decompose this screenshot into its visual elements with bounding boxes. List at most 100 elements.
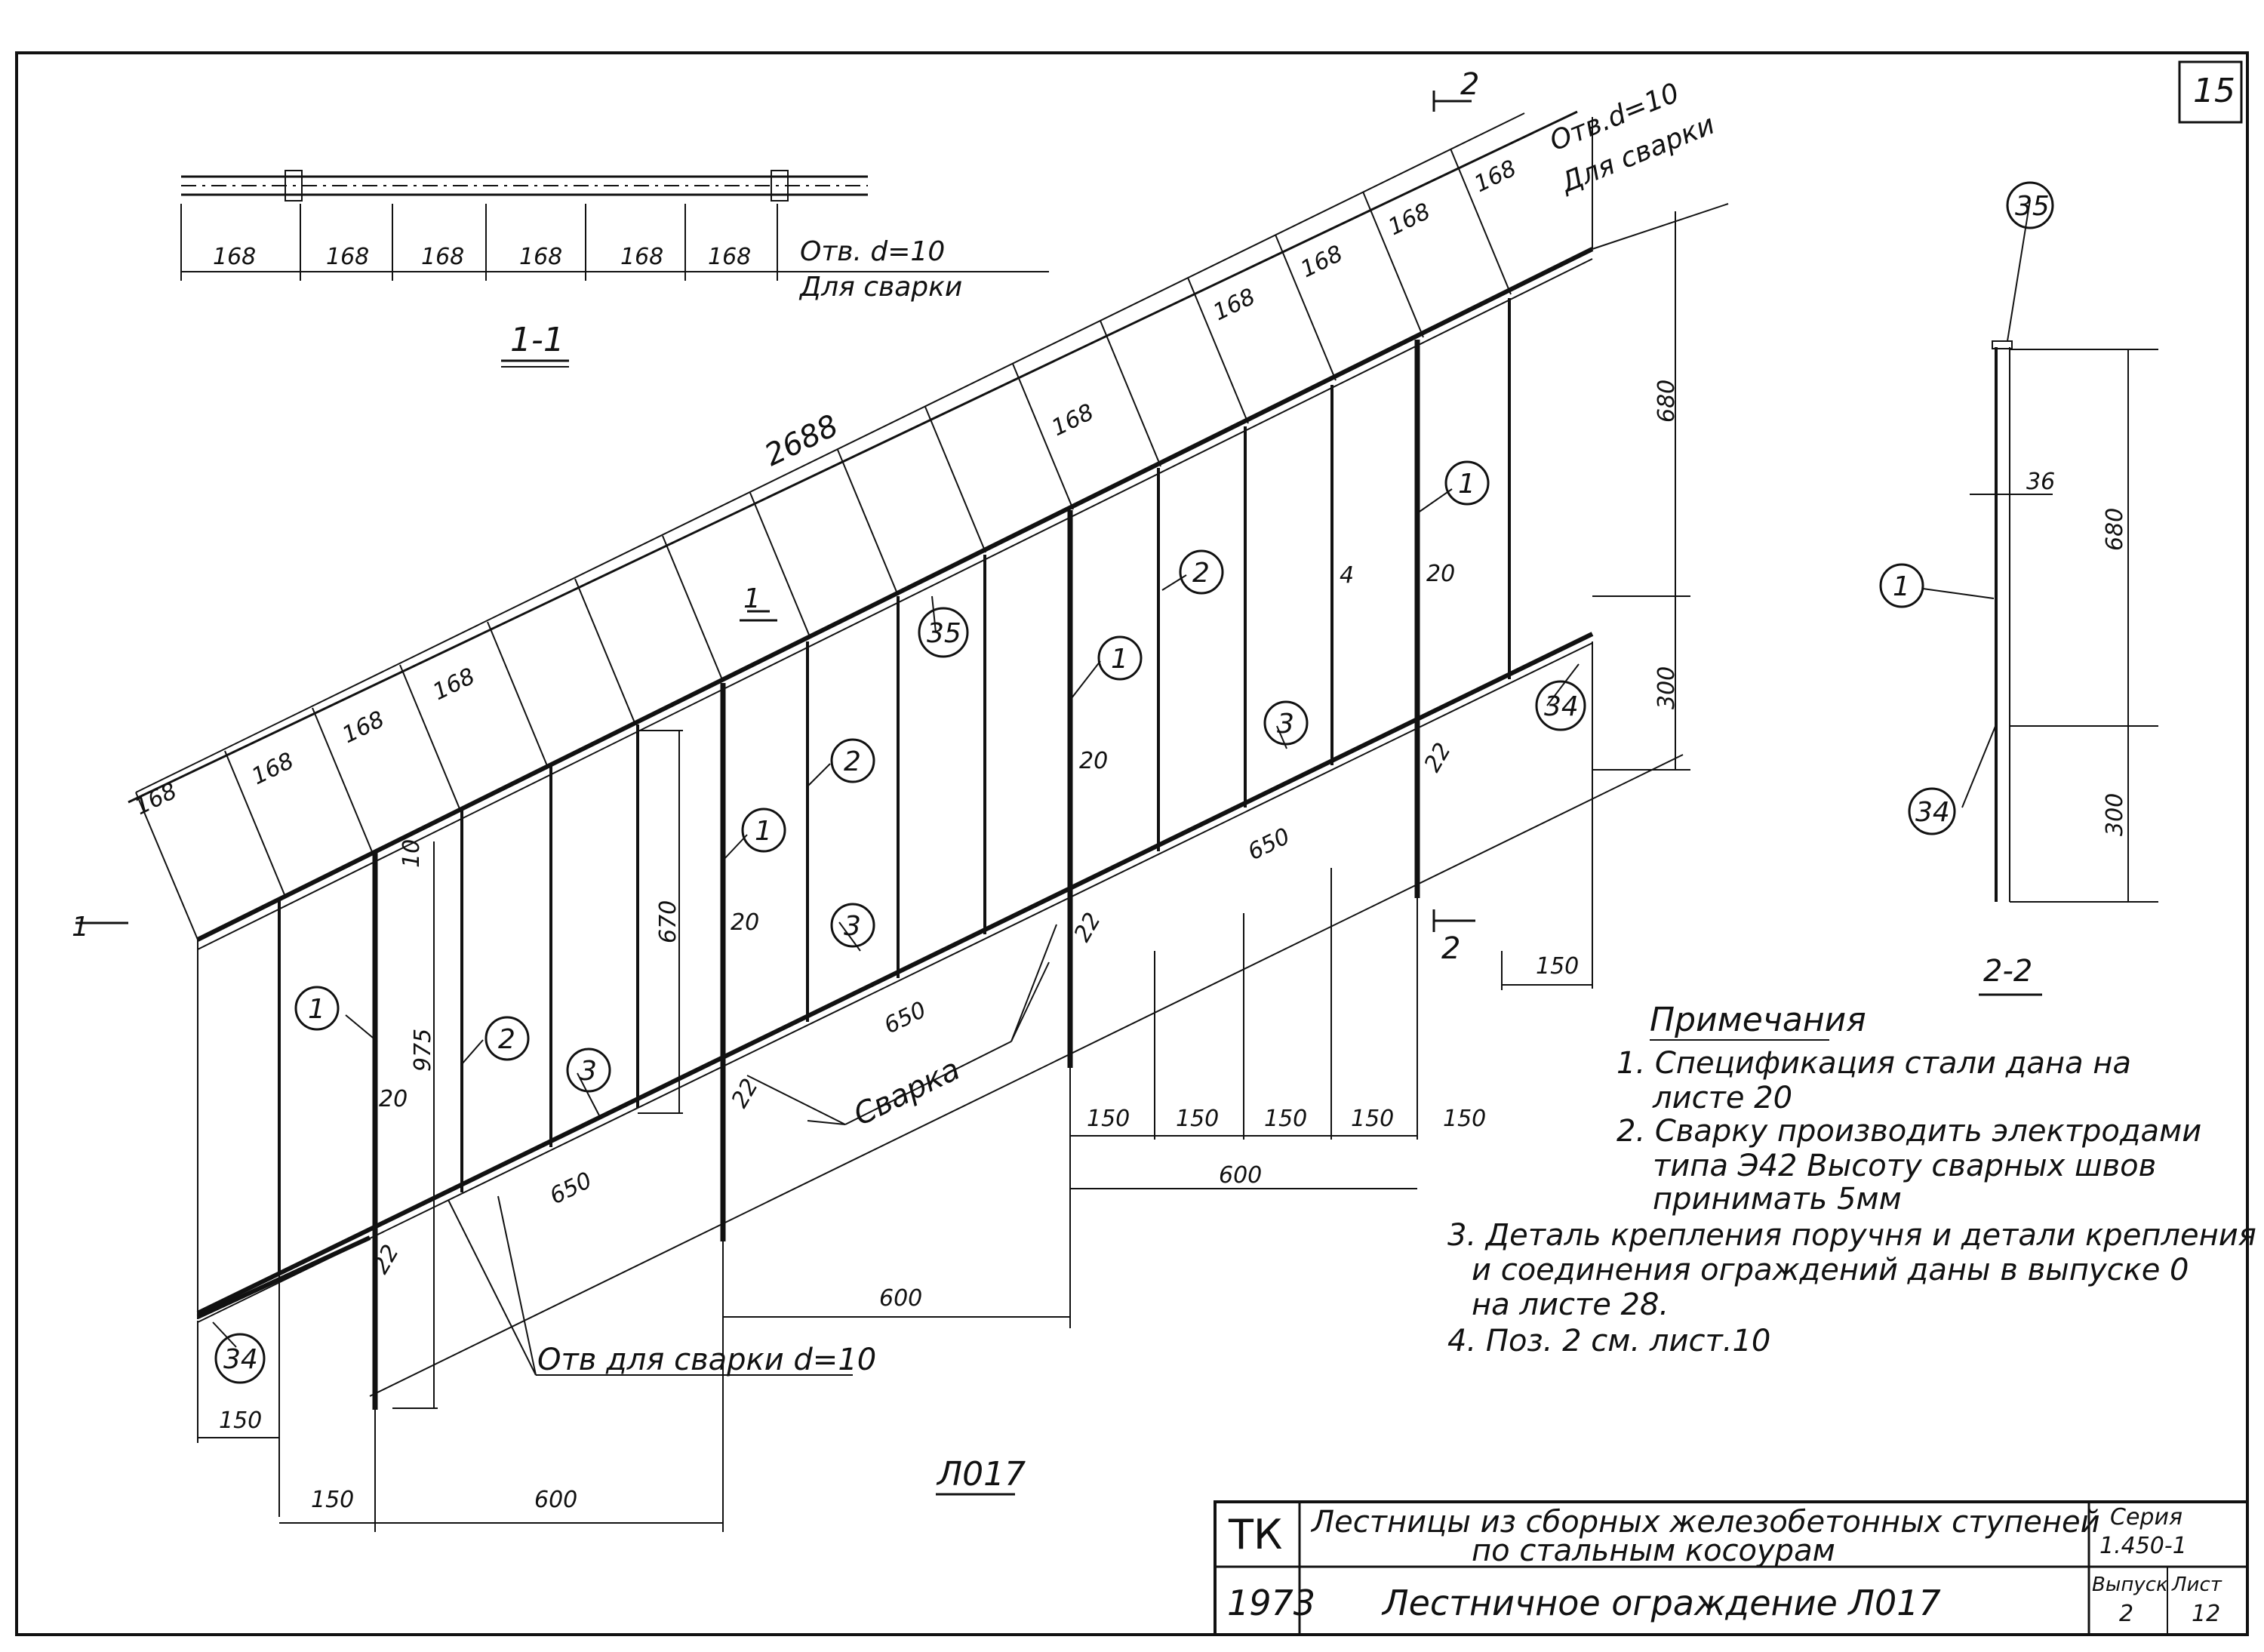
dim-168-i: 168 (1047, 399, 1098, 442)
tb-title-1: Лестницы из сборных железобетонных ступе… (1310, 1505, 2100, 1540)
dim-150-b1: 150 (1087, 1106, 1130, 1132)
dim-600-mid: 600 (879, 1285, 922, 1312)
tb-series-value: 1.450-1 (2099, 1533, 2187, 1559)
pos-2-b: 2 (844, 746, 861, 777)
dim-168-h: 168 (1470, 155, 1521, 198)
drawing-code: Л017 (936, 1455, 1026, 1494)
note-line-8: на листе 28. (1472, 1287, 1669, 1322)
pos-2-a: 2 (498, 1024, 515, 1055)
dim-22-d: 22 (1420, 738, 1457, 777)
sec-dim-300: 300 (2102, 793, 2128, 836)
pos-34-a: 34 (1544, 691, 1579, 722)
note-line-6: 3. Деталь крепления поручня и детали кре… (1447, 1218, 2256, 1253)
dim-168-c: 168 (338, 706, 389, 749)
note-line-4: типа Э42 Высоту сварных швов (1653, 1149, 2156, 1183)
dim-168-a: 168 (131, 778, 181, 821)
dim-total-2688: 2688 (759, 408, 844, 473)
tb-drawing-name: Лестничное ограждение Л017 (1381, 1583, 1941, 1623)
dim-650-a: 650 (546, 1167, 596, 1211)
dim-10: 10 (398, 839, 425, 868)
dim-168-b: 168 (248, 748, 298, 791)
dim-150-b5: 150 (1443, 1106, 1486, 1132)
dim-22-c: 22 (1069, 908, 1106, 946)
top-spacing-6: 168 (708, 244, 751, 270)
main-view (75, 91, 2031, 1532)
pos-1-d: 1 (1458, 469, 1475, 500)
dim-20-b: 20 (1079, 748, 1108, 774)
tb-series-label: Серия (2110, 1504, 2182, 1530)
section-1-1-label: 1-1 (510, 321, 564, 359)
pos-34-b: 34 (223, 1344, 258, 1375)
dim-650-c: 650 (1244, 823, 1294, 866)
dim-168-e: 168 (1209, 284, 1260, 327)
tb-sheet-label: Лист (2171, 1574, 2222, 1596)
dim-650-b: 650 (880, 997, 931, 1040)
pos-2-c: 2 (1192, 558, 1210, 589)
dim-300-main: 300 (1653, 666, 1680, 709)
pos-3-c: 3 (1277, 709, 1294, 740)
pos-35-a: 35 (927, 618, 961, 649)
notes-title: Примечания (1650, 1001, 1866, 1039)
dim-150-b4: 150 (1351, 1106, 1394, 1132)
top-weld-note: Для сварки (798, 272, 962, 303)
dim-600-left: 600 (534, 1487, 577, 1513)
sec-pos-34: 34 (1915, 797, 1950, 828)
tb-sheet-value: 12 (2192, 1601, 2220, 1627)
page-number: 15 (2193, 72, 2235, 110)
dim-150-left-bottom: 150 (311, 1487, 354, 1513)
dim-20-d: 20 (379, 1086, 408, 1112)
cut-mark-1-mid: 1 (743, 583, 761, 614)
dim-168-d: 168 (429, 663, 479, 706)
cut-mark-1-left: 1 (72, 912, 89, 943)
dim-168-f: 168 (1297, 241, 1347, 284)
hole-weld-note: Отв для сварки d=10 (537, 1343, 876, 1377)
pos-1-c: 1 (1111, 644, 1128, 675)
weld-label: Сварка (848, 1052, 965, 1133)
sheet-frame (15, 51, 2249, 1636)
dim-680-main: 680 (1653, 380, 1680, 423)
dim-22-b: 22 (727, 1074, 764, 1112)
sec-label: 2-2 (1983, 954, 2032, 989)
dim-168-g: 168 (1384, 198, 1435, 241)
tb-year: 1973 (1227, 1583, 1315, 1623)
top-view: 168 168 168 168 168 168 Отв. d=10 Для св… (180, 170, 1049, 368)
note-line-9: 4. Поз. 2 см. лист.10 (1447, 1324, 1770, 1358)
dim-20-a: 20 (731, 909, 759, 936)
top-spacing-1: 168 (213, 244, 256, 270)
top-spacing-4: 168 (519, 244, 562, 270)
note-line-5: принимать 5мм (1653, 1182, 1902, 1217)
top-hole-note: Отв. d=10 (800, 236, 945, 267)
dim-975: 975 (410, 1029, 436, 1072)
sec-dim-680: 680 (2102, 508, 2128, 551)
note-line-1: 1. Спецификация стали дана на (1616, 1046, 2131, 1081)
sec-pos-1: 1 (1893, 571, 1910, 602)
dim-600-right: 600 (1219, 1162, 1262, 1189)
position-bubbles: 1 2 3 1 2 3 35 1 2 3 1 34 34 (214, 460, 1586, 1384)
top-spacing-2: 168 (326, 244, 369, 270)
sec-dim-36: 36 (2026, 469, 2055, 495)
dim-20-c: 20 (1426, 561, 1455, 587)
dim-4: 4 (1340, 562, 1354, 589)
pos-1-a: 1 (308, 994, 325, 1025)
title-block: ТК 1973 Лестницы из сборных железобетонн… (1214, 1500, 2249, 1636)
section-2-2: 35 1 34 36 680 300 2-2 (1879, 181, 2158, 996)
top-spacing-5: 168 (620, 244, 663, 270)
dim-150-left: 150 (219, 1407, 262, 1434)
sec-pos-35: 35 (2015, 191, 2050, 222)
dim-670: 670 (655, 900, 681, 943)
tb-issue-value: 2 (2119, 1601, 2133, 1627)
dim-150-right: 150 (1536, 953, 1579, 980)
notes: Примечания 1. Спецификация стали дана на… (1447, 1001, 2256, 1358)
page-number-box (2178, 60, 2243, 124)
pos-3-a: 3 (580, 1056, 597, 1087)
pos-1-b: 1 (755, 816, 772, 847)
pos-3-b: 3 (844, 911, 861, 942)
tb-issue-label: Выпуск (2092, 1574, 2168, 1596)
tb-title-2: по стальным косоурам (1472, 1534, 1835, 1568)
note-line-7: и соединения ограждений даны в выпуске 0 (1472, 1253, 2189, 1287)
note-line-3: 2. Сварку производить электродами (1616, 1114, 2201, 1149)
dim-150-b3: 150 (1264, 1106, 1307, 1132)
top-spacing-3: 168 (421, 244, 464, 270)
dim-150-b2: 150 (1176, 1106, 1219, 1132)
